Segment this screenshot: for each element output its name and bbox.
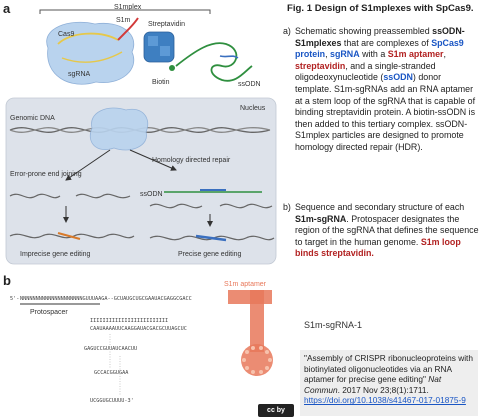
desc-a-t7: with a	[359, 49, 388, 60]
desc-b-t4: S1m loop binds streptavidin.	[295, 236, 461, 259]
seq-line-3: CAAUAAAAUUCAAGGAUACGACGCUUAGCUC	[90, 326, 187, 332]
seq-line-2: IIIIIIIIIIIIIIIIIIIIIIIII	[90, 318, 168, 324]
seq-line-5: GCCACGGUGAA	[94, 370, 129, 376]
desc-a-t10: streptavidin	[295, 60, 346, 71]
imprecise-label: Imprecise gene editing	[20, 251, 91, 258]
desc-a-t13: ) donor template. S1m-sgRNAs add an RNA …	[295, 72, 476, 152]
sgrna-name-text: S1m-sgRNA-1	[304, 320, 363, 330]
description-b: b) Sequence and secondary structure of e…	[283, 202, 479, 260]
seq-line-1: NNNNNNNNNNNNNNNNNNNNGUUUAAGA--GCUAUGCUGC…	[20, 296, 192, 302]
s1m-label: S1m	[116, 17, 131, 24]
biotin-label: Biotin	[152, 79, 170, 86]
five-prime-label: 5'-	[10, 296, 19, 302]
desc-b-t1: Sequence and secondary structure of each	[295, 202, 465, 212]
ssodn-label: ssODN	[238, 81, 261, 88]
citation-text-2: . 2017 Nov 23;8(1):1711.	[337, 384, 429, 395]
desc-a-t3: that are complexes of	[341, 37, 432, 48]
nucleus-label: Nucleus	[240, 105, 266, 112]
desc-a-t5: ,	[325, 49, 331, 60]
seq-line-6: UCGGUGCUUUU-3'	[90, 398, 134, 404]
desc-a-t4: SpCas9 protein	[295, 37, 464, 60]
streptavidin-label: Streptavidin	[148, 21, 185, 28]
ssodn-small-label: ssODN	[140, 191, 163, 198]
citation-box: "Assembly of CRISPR ribonucleoproteins w…	[300, 350, 478, 416]
panel-b-letter: b	[3, 273, 11, 288]
panel-b-illustration: S1m aptamer 5'- NNNNNNNNNNNNNNNNNNNNGUUU…	[10, 281, 273, 404]
description-a: a) Schematic showing preassembled ssODN-…	[283, 26, 479, 154]
description-a-label: a)	[283, 26, 291, 36]
figure-title: Fig. 1 Design of S1mplexes with SpCas9.	[287, 3, 474, 14]
description-b-label: b)	[283, 202, 291, 212]
hdr-label: Homology directed repair	[152, 157, 231, 164]
precise-label: Precise gene editing	[178, 251, 242, 258]
protospacer-label: Protospacer	[30, 309, 68, 316]
citation-journal: Nat Commun	[304, 374, 442, 395]
s1mplex-label: S1mplex	[114, 4, 142, 11]
sgrna-label: sgRNA	[68, 71, 91, 78]
desc-b-t3: . Protospacer designates the region of t…	[295, 213, 479, 247]
cc-by-license-icon: cc by	[258, 404, 294, 417]
desc-a-t2: ssODN-S1mplexes	[295, 26, 465, 48]
seq-line-4: GAGUCCGUUAUCAACUU	[84, 346, 137, 352]
error-prone-label: Error-prone end joining	[10, 171, 82, 178]
desc-a-t9: ,	[443, 49, 446, 60]
panel-a-illustration: S1mplex Cas9 sgRNA S1m Streptavidin Biot…	[5, 4, 277, 265]
citation-text: "Assembly of CRISPR ribonucleoproteins w…	[304, 353, 473, 385]
cas9-label: Cas9	[58, 31, 74, 38]
desc-a-t1: Schematic showing preassembled	[295, 26, 433, 36]
desc-a-t11: , and a single-stranded oligodeoxynucleo…	[295, 60, 436, 83]
desc-a-t8: S1m aptamer	[387, 49, 444, 60]
desc-b-t2: S1m-sgRNA	[295, 213, 347, 224]
desc-a-t6: sgRNA	[330, 49, 360, 60]
desc-a-t12: ssODN	[383, 72, 413, 83]
panel-a-letter: a	[3, 1, 11, 16]
citation-doi-link[interactable]: https://doi.org/10.1038/s41467-017-01875…	[304, 395, 466, 406]
s1m-aptamer-label: S1m aptamer	[224, 281, 267, 288]
genomic-dna-label: Genomic DNA	[10, 115, 55, 122]
